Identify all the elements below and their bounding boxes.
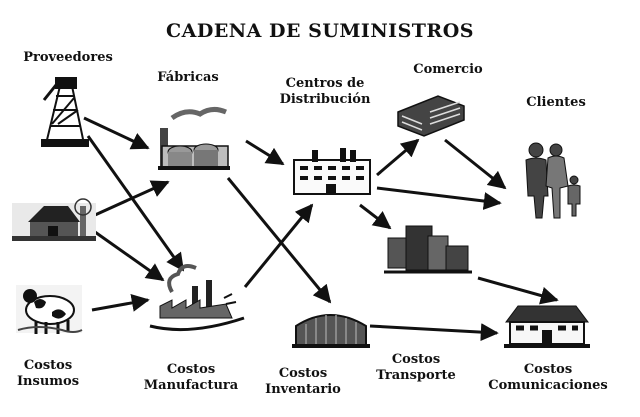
- diagram-title: CADENA DE SUMINISTROS: [165, 20, 474, 42]
- distribution-building-icon: [293, 148, 371, 195]
- label-costos-inventario-line2: Inventario: [265, 382, 341, 397]
- label-costos-transporte-line1: Costos: [391, 352, 441, 367]
- label-comercio: Comercio: [413, 62, 483, 77]
- arrow-proveedores-manufactura: [86, 135, 185, 272]
- label-costos-transporte: Costos Transporte: [368, 352, 464, 384]
- label-centros: Centros de Distribución: [270, 76, 380, 108]
- cow-field-icon: [16, 285, 83, 334]
- house-icon: [504, 305, 590, 348]
- arrow-barn-manufactura: [94, 230, 165, 282]
- label-costos-inventario: Costos Inventario: [260, 366, 346, 398]
- arrow-fabricas-centros: [245, 139, 285, 166]
- flow-arrows: [83, 116, 559, 342]
- label-proveedores: Proveedores: [23, 50, 113, 65]
- label-costos-inventario-line1: Costos: [278, 366, 328, 381]
- label-costos-comunicaciones: Costos Comunicaciones: [478, 362, 618, 394]
- label-costos-manufactura: Costos Manufactura: [138, 362, 244, 394]
- arrow-cow-manufactura: [91, 293, 150, 312]
- office-building-icon: [397, 95, 465, 137]
- arrow-barn-fabricas: [94, 180, 170, 217]
- label-costos-insumos-line2: Insumos: [16, 374, 80, 389]
- arrow-centros-city: [359, 203, 392, 230]
- label-costos-comunicaciones-line1: Costos: [523, 362, 573, 377]
- label-clientes: Clientes: [526, 95, 586, 110]
- oil-derrick-icon: [41, 77, 89, 147]
- arrow-proveedores-fabricas: [83, 116, 150, 150]
- label-centros-line1: Centros de: [285, 76, 365, 91]
- barn-farm-icon: [12, 198, 96, 241]
- label-costos-transporte-line2: Transporte: [376, 368, 456, 383]
- arrow-comercio-clientes: [444, 138, 507, 190]
- arrow-inventario-house: [369, 323, 499, 342]
- arrow-centros-comercio: [376, 138, 420, 177]
- label-costos-insumos-line1: Costos: [23, 358, 73, 373]
- label-centros-line2: Distribución: [279, 92, 371, 107]
- arrow-manufactura-centros: [243, 203, 314, 288]
- arrow-centros-clientes: [376, 186, 502, 210]
- label-costos-comunicaciones-line2: Comunicaciones: [488, 378, 608, 393]
- label-costos-manufactura-line1: Costos: [166, 362, 216, 377]
- city-buildings-icon: [384, 225, 472, 274]
- label-costos-manufactura-line2: Manufactura: [143, 378, 239, 393]
- family-icon: [525, 142, 581, 219]
- factory-tanks-icon: [158, 106, 230, 170]
- factory-smoke-icon: [149, 264, 245, 332]
- warehouse-icon: [292, 314, 370, 348]
- label-costos-insumos: Costos Insumos: [8, 358, 88, 390]
- arrow-city-house: [477, 276, 559, 305]
- label-fabricas: Fábricas: [157, 70, 219, 85]
- arrow-fabricas-inventario: [226, 177, 332, 304]
